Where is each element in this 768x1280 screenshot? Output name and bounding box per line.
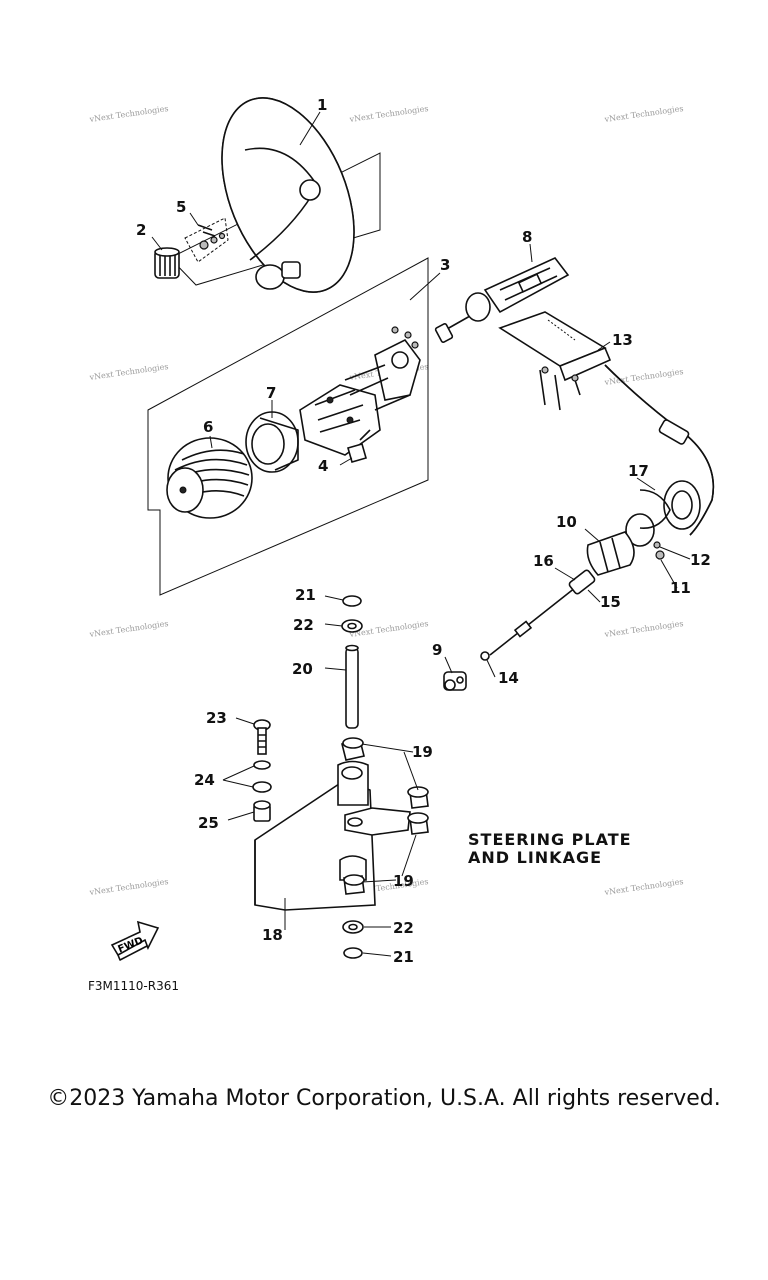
plate-collar — [253, 800, 271, 822]
callout-19-lower: 19 — [393, 872, 414, 890]
watermark: vNext Technologies — [603, 104, 684, 124]
callout-6: 6 — [203, 418, 213, 436]
callout-24: 24 — [194, 771, 215, 789]
pivot-pin — [345, 644, 359, 729]
plate-washer — [252, 781, 272, 793]
plate-washer — [253, 760, 271, 770]
watermark: vNext Technologies — [88, 619, 169, 639]
callout-11: 11 — [670, 579, 691, 597]
fastener-set — [184, 217, 229, 263]
forward-arrow-icon: FWD — [110, 920, 160, 961]
bushings — [341, 737, 429, 895]
callout-18: 18 — [262, 926, 283, 944]
bottom-circlip — [343, 947, 363, 959]
callout-16: 16 — [533, 552, 554, 570]
diagram-heading-line2: AND LINKAGE — [468, 848, 602, 867]
callout-15: 15 — [600, 593, 621, 611]
helm-mechanism — [299, 326, 421, 456]
bottom-washer — [342, 920, 364, 934]
clip — [347, 443, 367, 463]
watermark: vNext Technologies — [88, 104, 169, 124]
watermark: vNext Technologies — [88, 877, 169, 897]
parts-diagram: vNext Technologies vNext Technologies vN… — [88, 96, 715, 993]
watermark: vNext Technologies — [348, 104, 429, 124]
callout-5: 5 — [176, 198, 186, 216]
steering-cable — [604, 364, 715, 536]
callout-7: 7 — [266, 384, 276, 402]
hub-nut — [154, 247, 180, 279]
callout-25: 25 — [198, 814, 219, 832]
drawing-code: F3M1110-R361 — [88, 979, 179, 993]
top-washer — [341, 619, 363, 633]
callout-17: 17 — [628, 462, 649, 480]
callout-2: 2 — [136, 221, 146, 239]
callout-9: 9 — [432, 641, 442, 659]
helm-boot — [166, 437, 253, 519]
callout-3: 3 — [440, 256, 450, 274]
ball-joint — [443, 671, 467, 691]
plate-bolt — [253, 719, 271, 755]
cable-nut — [480, 651, 490, 661]
cable-grommet — [639, 480, 701, 530]
steering-wheel — [221, 97, 355, 293]
helm-assembly-frame — [147, 257, 429, 596]
watermark: vNext Technologies — [603, 367, 684, 387]
callout-4: 4 — [318, 457, 328, 475]
small-ring — [655, 550, 665, 560]
cable-boot — [586, 531, 635, 576]
helm-housing-ring — [245, 411, 299, 473]
top-circlip — [342, 595, 362, 607]
diagram-heading-line1: STEERING PLATE — [468, 830, 632, 849]
watermark: vNext Technologies — [88, 362, 169, 382]
callout-1: 1 — [317, 96, 327, 114]
callout-8: 8 — [522, 228, 532, 246]
callout-19: 19 — [412, 743, 433, 761]
callouts: 1 2 3 4 5 6 7 8 9 10 11 12 13 14 15 16 1… — [136, 96, 711, 966]
callout-14: 14 — [498, 669, 519, 687]
callout-22: 22 — [293, 616, 314, 634]
callout-22-lower: 22 — [393, 919, 414, 937]
watermark: vNext Technologies — [603, 619, 684, 639]
copyright-notice: ©2023 Yamaha Motor Corporation, U.S.A. A… — [47, 1086, 721, 1111]
cable-head — [434, 257, 570, 343]
callout-21: 21 — [295, 586, 316, 604]
callout-10: 10 — [556, 513, 577, 531]
callout-20: 20 — [292, 660, 313, 678]
mount-bracket — [498, 311, 612, 411]
band-clamp — [625, 513, 661, 549]
leader-lines — [151, 111, 691, 957]
callout-23: 23 — [206, 709, 227, 727]
callout-21-lower: 21 — [393, 948, 414, 966]
callout-12: 12 — [690, 551, 711, 569]
callout-13: 13 — [612, 331, 633, 349]
cable-end — [489, 569, 596, 656]
watermark: vNext Technologies — [603, 877, 684, 897]
